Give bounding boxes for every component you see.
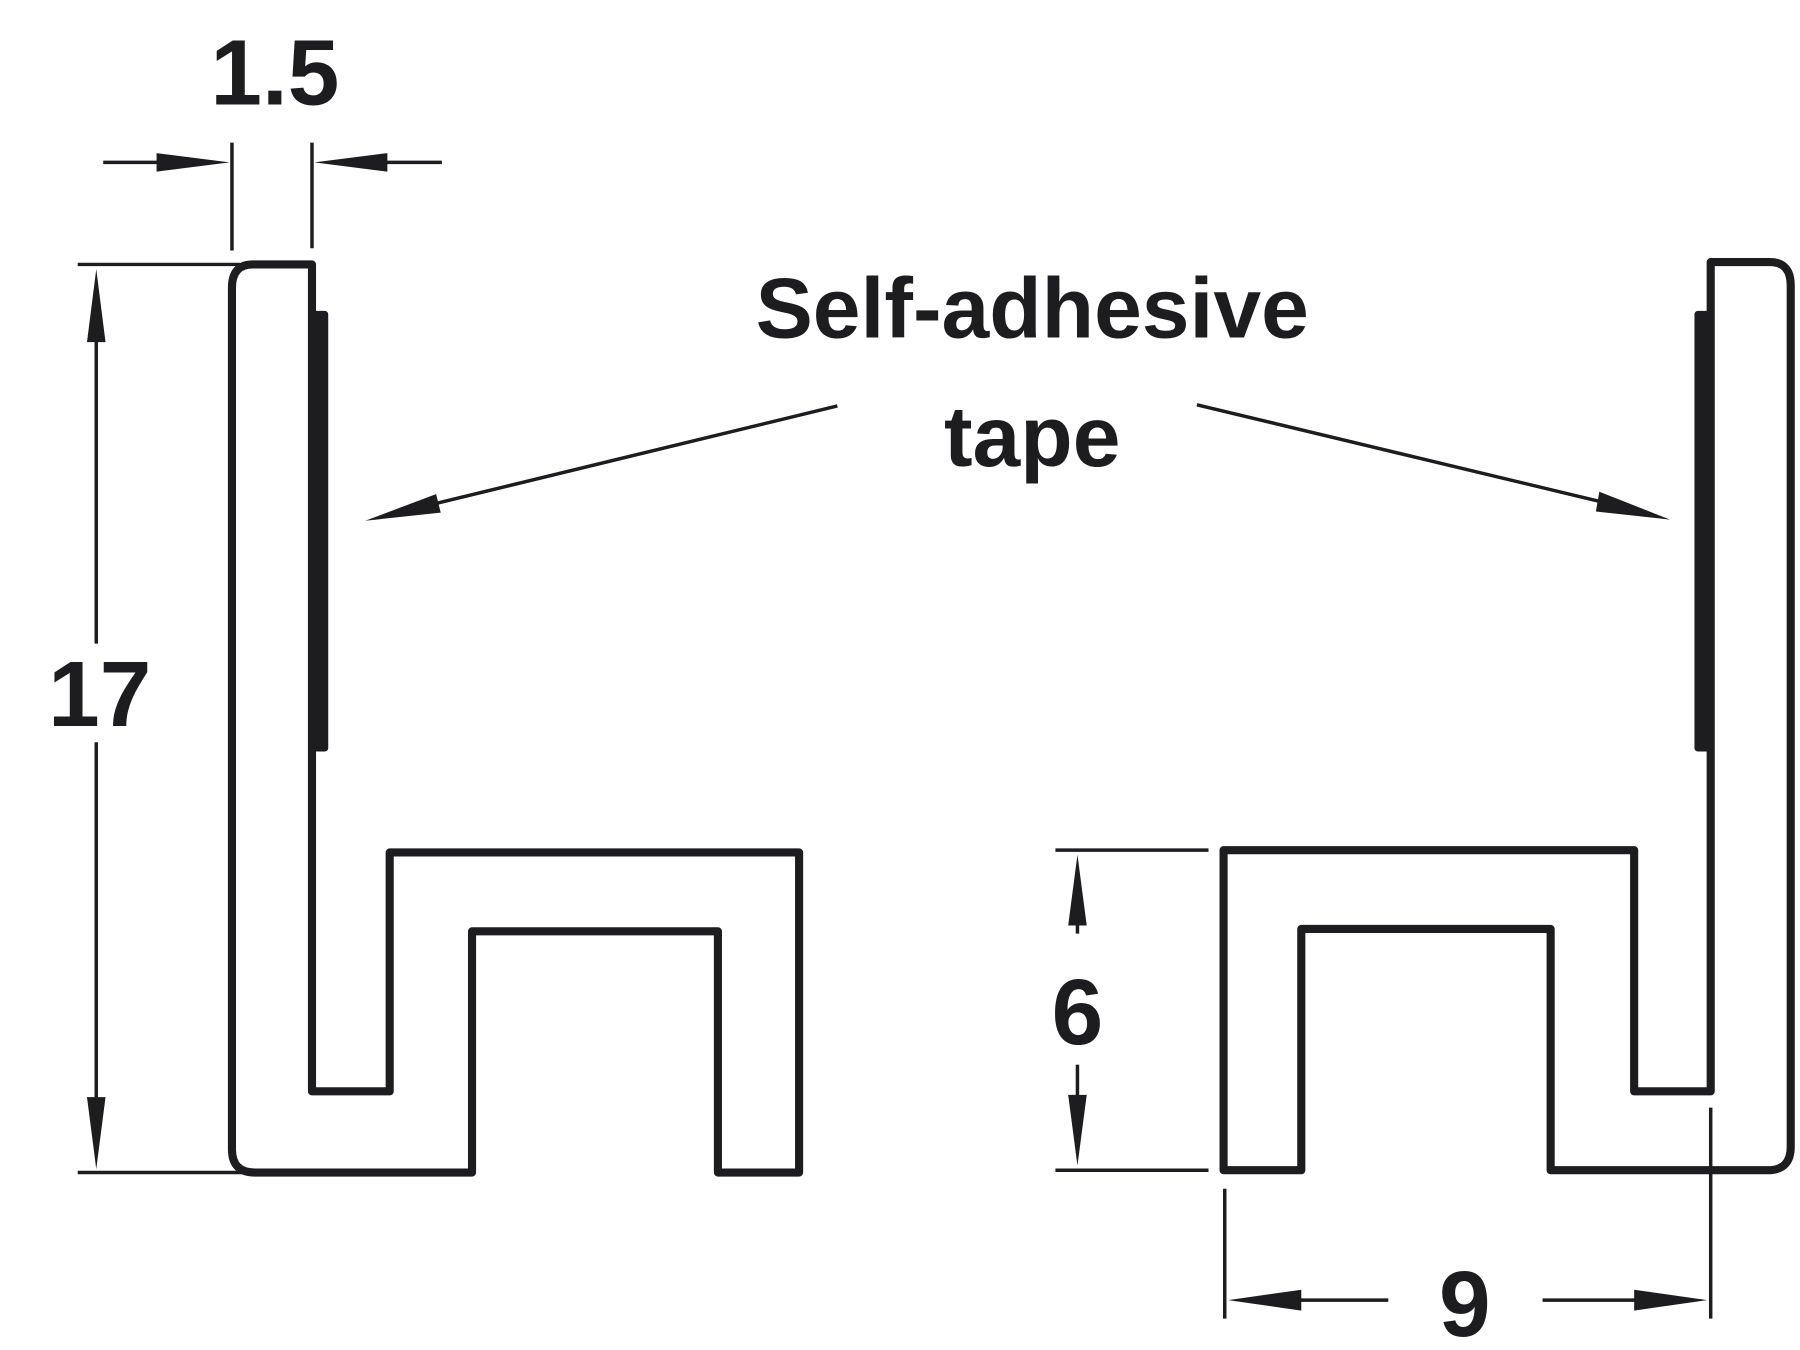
arrow-right-icon bbox=[1634, 1289, 1708, 1311]
profile-right-outline bbox=[1219, 258, 1795, 1175]
profile-right bbox=[1219, 258, 1795, 1175]
profile-left-outline bbox=[227, 260, 804, 1177]
tape-strip-left bbox=[311, 310, 329, 752]
callout-self-adhesive-tape: Self-adhesive tape bbox=[365, 261, 1671, 521]
arrow-left-leader-icon bbox=[365, 494, 441, 521]
tape-strip-right bbox=[1694, 310, 1711, 752]
dimension-label-wall-thickness: 1.5 bbox=[210, 20, 339, 124]
dimension-channel-height: 6 bbox=[1052, 848, 1209, 1172]
callout-label-line2: tape bbox=[944, 389, 1120, 485]
dimension-wall-thickness: 1.5 bbox=[103, 20, 442, 251]
arrow-down-icon bbox=[86, 1097, 106, 1170]
arrow-down-icon bbox=[1068, 1094, 1087, 1166]
callout-label-line1: Self-adhesive bbox=[756, 261, 1309, 357]
arrow-up-icon bbox=[86, 269, 106, 343]
dimension-channel-width: 9 bbox=[1223, 1107, 1713, 1350]
profile-left bbox=[227, 260, 804, 1177]
leader-line-right bbox=[1196, 403, 1604, 504]
arrow-right-leader-icon bbox=[1595, 491, 1671, 520]
arrow-up-icon bbox=[1068, 854, 1087, 926]
arrow-right-icon bbox=[156, 153, 230, 172]
leader-line-left bbox=[431, 404, 838, 507]
arrow-left-icon bbox=[314, 153, 388, 172]
dimension-total-height: 17 bbox=[48, 262, 252, 1175]
dimension-label-total-height: 17 bbox=[48, 642, 151, 746]
dimension-label-channel-height: 6 bbox=[1052, 960, 1104, 1064]
dimension-label-channel-width: 9 bbox=[1439, 1252, 1491, 1350]
arrow-left-icon bbox=[1228, 1289, 1302, 1311]
